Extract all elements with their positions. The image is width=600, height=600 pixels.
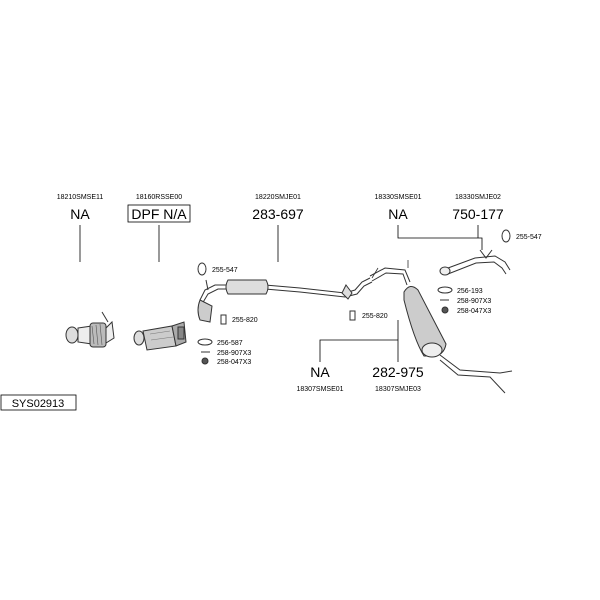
part-code-tail-a: 18330SMSE01 [374, 194, 421, 201]
leader-tail-a [397, 225, 483, 250]
dpf-part [133, 321, 187, 351]
rubber-hanger-icon [197, 262, 207, 276]
part-ref-front-pipe: NA [70, 206, 90, 222]
part-code-rear-b: 18307SMJE03 [375, 386, 421, 393]
fitting-group-b1: 255-820 [220, 314, 258, 325]
part-code-tail-b: 18330SMJE02 [455, 194, 501, 201]
rear-silencer-part [369, 260, 513, 394]
fitting-label: 258-047X3 [217, 359, 251, 366]
fitting-label: 255-820 [362, 313, 388, 320]
fitting-label: 255-820 [232, 317, 258, 324]
rubber-hanger-icon [501, 229, 511, 243]
part-ref-dpf: DPF N/A [131, 206, 187, 222]
gasket-icon [437, 286, 453, 294]
fitting-label: 256-193 [457, 288, 483, 295]
fitting-label: 258-907X3 [457, 298, 491, 305]
fitting-label: 255-547 [516, 234, 542, 241]
diagram-id-box [0, 394, 77, 411]
part-ref-tail-b: 750-177 [452, 206, 504, 222]
fitting-label: 258-047X3 [457, 308, 491, 315]
part-code-front-pipe: 18210SMSE11 [57, 194, 104, 201]
part-code-rear-a: 18307SMSE01 [296, 386, 343, 393]
fitting-group-a2: 255-547 [501, 229, 542, 243]
fitting-label: 256-587 [217, 340, 243, 347]
clamp-icon [220, 314, 227, 325]
part-code-center-pipe: 18220SMJE01 [255, 194, 301, 201]
part-code-dpf: 18160RSSE00 [136, 194, 182, 201]
nut-icon [201, 357, 209, 365]
fitting-label: 258-907X3 [217, 350, 251, 357]
fitting-group-c: 256-587 258-907X3 258-047X3 [197, 338, 251, 366]
clamp-icon [349, 310, 356, 321]
center-pipe-part [197, 277, 373, 323]
fitting-label: 255-547 [212, 267, 238, 274]
leader-rear-a [319, 339, 398, 362]
fitting-group-d: 256-193 258-907X3 258-047X3 [437, 286, 491, 315]
front-pipe-part [65, 311, 115, 348]
part-ref-tail-a: NA [388, 206, 408, 222]
dpf-box [127, 204, 191, 223]
gasket-icon [197, 338, 213, 346]
part-ref-center-pipe: 283-697 [252, 206, 304, 222]
fitting-group-b2: 255-820 [349, 310, 388, 321]
part-ref-rear-a: NA [310, 364, 330, 380]
fitting-group-a1: 255-547 [197, 262, 238, 276]
part-ref-rear-b: 282-975 [372, 364, 424, 380]
nut-icon [441, 306, 449, 314]
tail-pipe-part [439, 249, 511, 276]
diagram-id: SYS02913 [12, 398, 65, 410]
